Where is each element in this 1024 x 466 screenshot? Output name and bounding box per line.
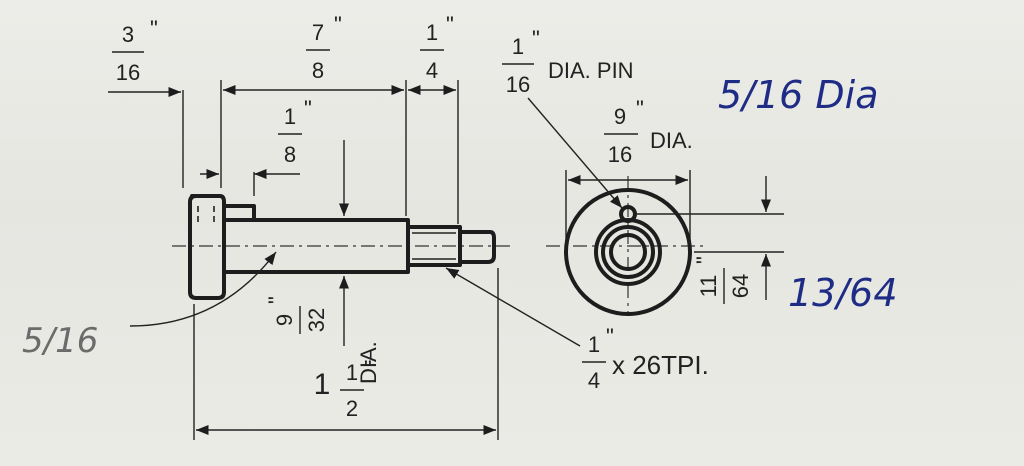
pencil-leader [129,251,277,327]
label-pin: 1 " 16 DIA. PIN [502,26,634,97]
thread-outline [406,225,462,267]
head-width-num: 3 [122,22,134,47]
overall-den: 2 [346,396,358,421]
head-dia-den: 16 [608,142,632,167]
head-dia-suffix: DIA. [650,128,693,153]
pin-suffix: DIA. PIN [548,58,634,83]
inch-mark: " [364,356,372,381]
inch-mark: " [334,12,342,37]
label-overall-length: 1 1 2 " [314,356,372,421]
inch-mark: " [446,12,454,37]
pin-offset-num: 1 [284,104,296,129]
label-pin-height: 11 64 " [692,256,753,304]
handwritten-note-top-right: 5/16 Dia [718,73,879,117]
thread-num: 1 [588,332,600,357]
label-head-dia: 9 " 16 DIA. [604,96,693,167]
pin-leader [527,97,623,209]
inch-mark: " [150,16,158,41]
inch-mark: " [532,26,540,51]
thread-den: 4 [588,368,600,393]
shank-dia-den: 32 [304,308,329,332]
thread-suffix: x 26TPI. [612,350,709,380]
thread-leader [445,267,581,347]
tip-outline [460,230,496,264]
head-width-den: 16 [116,60,140,85]
tip-circle [609,233,647,271]
pin-height-den: 64 [728,274,753,298]
label-shank-length: 7 " 8 [306,12,342,83]
label-thread: 1 " 4 x 26TPI. [582,324,709,393]
end-view [546,176,706,316]
label-shank-dia: 9 " 32 DIA. [264,296,381,384]
shank-length-den: 8 [312,58,324,83]
shank-dia-num: 9 [272,314,297,326]
inch-mark: " [636,96,644,121]
side-view [172,194,512,300]
head-outline [188,194,226,300]
head-dia-num: 9 [614,104,626,129]
inch-mark: " [264,296,289,304]
handwritten-note-right: 13/64 [788,271,898,315]
side-dimensions [108,80,581,440]
pin-num: 1 [512,34,524,59]
thread-length-num: 1 [426,20,438,45]
handwritten-note-left: 5/16 [22,321,98,361]
label-pin-offset: 1 " 8 [278,96,312,167]
thread-length-den: 4 [426,58,438,83]
inch-mark: " [304,96,312,121]
label-head-width: 3 " 16 [112,16,158,85]
inch-mark: " [692,256,717,264]
pin-den: 16 [506,72,530,97]
shank-dia-suffix: DIA. [356,341,381,384]
overall-num: 1 [346,360,358,385]
shank-length-num: 7 [312,20,324,45]
head-circle [564,188,692,316]
thread-circle [601,225,655,279]
pin-slot [222,204,256,222]
pin-height-num: 11 [696,275,721,298]
overall-whole: 1 [314,368,331,401]
label-thread-length: 1 " 4 [420,12,454,83]
pin-offset-den: 8 [284,142,296,167]
pin-circle [619,205,637,223]
inch-mark: " [606,324,614,349]
end-dimensions [527,97,784,300]
